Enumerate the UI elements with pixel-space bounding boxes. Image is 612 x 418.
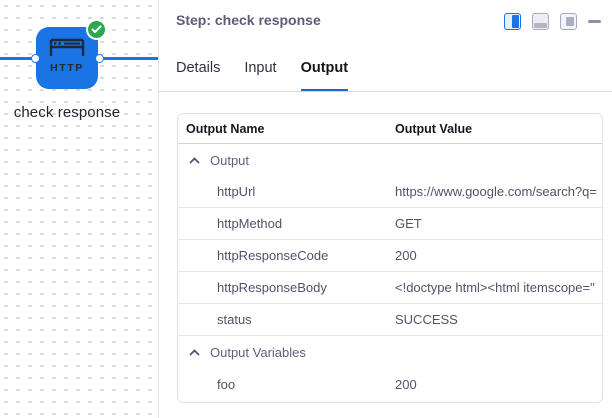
panel-window-controls (504, 12, 601, 30)
output-value: 200 (395, 376, 417, 392)
output-name: status (217, 312, 252, 327)
tab-input[interactable]: Input (244, 60, 277, 76)
table-row-httpResponseBody: httpResponseBody <!doctype html><html it… (178, 272, 602, 304)
table-section-output: Output (178, 144, 602, 176)
output-name: httpResponseBody (217, 280, 327, 295)
table-row-httpUrl: httpUrl https://www.google.com/search?q= (178, 176, 602, 208)
chevron-up-icon[interactable] (189, 157, 200, 164)
tabs-divider (159, 91, 612, 92)
column-header-output-name: Output Name (186, 121, 265, 136)
success-check-icon (86, 19, 107, 40)
output-name: httpResponseCode (217, 248, 329, 263)
table-section-output-variables: Output Variables (178, 336, 602, 368)
table-row-foo: foo 200 (178, 368, 602, 400)
output-name: httpUrl (217, 184, 256, 199)
output-port[interactable] (94, 53, 104, 63)
http-browser-icon: HTTP (47, 37, 87, 80)
output-value: https://www.google.com/search?q= (395, 184, 597, 199)
node-icon-text: HTTP (50, 62, 84, 74)
tab-output[interactable]: Output (300, 60, 349, 92)
output-value: GET (395, 216, 422, 231)
output-name: httpMethod (217, 216, 283, 231)
http-node[interactable]: HTTP (30, 19, 107, 89)
table-row-httpResponseCode: httpResponseCode 200 (178, 240, 602, 272)
output-value: <!doctype html><html itemscope=" (395, 280, 595, 295)
float-layout-icon[interactable] (560, 12, 577, 30)
tab-details[interactable]: Details (176, 60, 221, 76)
node-label: check response (13, 104, 121, 121)
output-value: 200 (395, 248, 417, 263)
dock-right-layout-icon[interactable] (504, 12, 521, 30)
section-label: Output Variables (210, 344, 306, 360)
minimize-icon[interactable] (588, 19, 601, 23)
column-header-output-value: Output Value (395, 121, 473, 136)
properties-panel: Step: check response Details Input Outpu… (159, 0, 612, 418)
chevron-up-icon[interactable] (189, 349, 200, 356)
dock-bottom-layout-icon[interactable] (532, 12, 549, 30)
output-name: foo (217, 376, 236, 392)
panel-title: Step: check response (176, 12, 321, 28)
table-row-httpMethod: httpMethod GET (178, 208, 602, 240)
table-header-row: Output Name Output Value (178, 114, 602, 144)
table-row-status: status SUCCESS (178, 304, 602, 336)
panel-tabs: Details Input Output (176, 60, 349, 92)
output-value: SUCCESS (395, 312, 458, 327)
output-table: Output Name Output Value Output httpUrl … (177, 113, 603, 403)
workflow-canvas[interactable]: HTTP check response (0, 0, 158, 418)
input-port[interactable] (30, 53, 40, 63)
panel-divider[interactable] (158, 0, 159, 418)
section-label: Output (210, 152, 250, 168)
